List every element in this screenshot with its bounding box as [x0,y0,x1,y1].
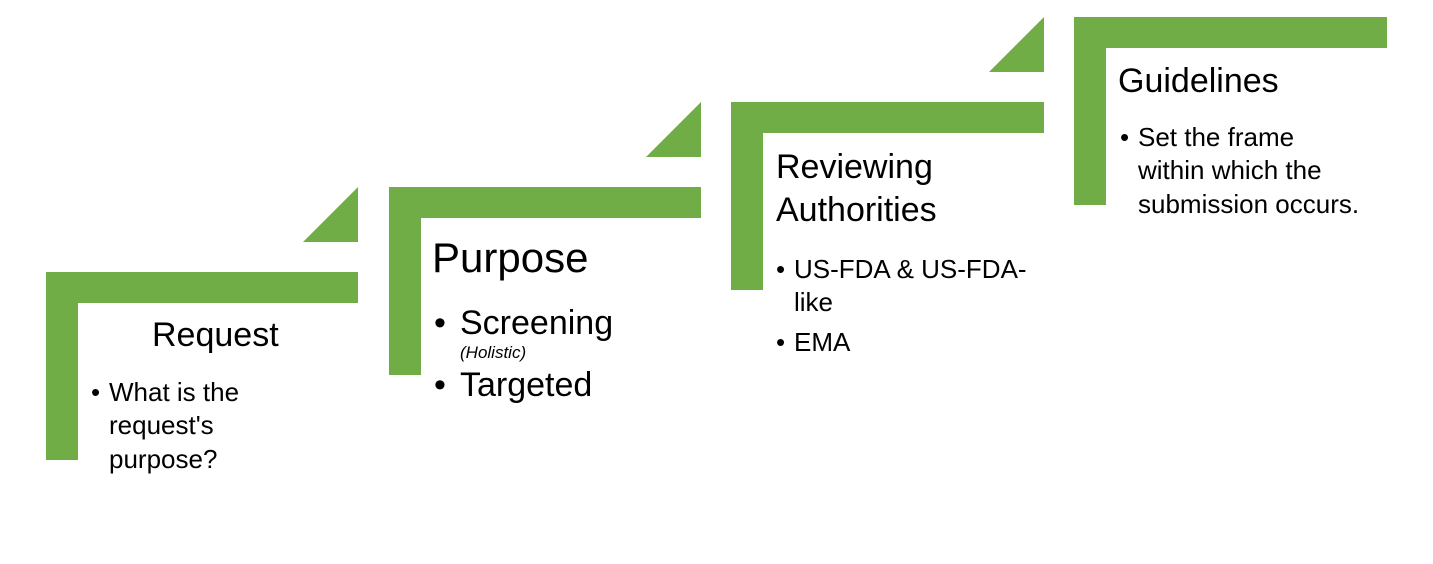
step-3-bullet-ema: EMA [776,326,1036,360]
step-2-bullet-targeted-text: Targeted [460,366,593,405]
step-4-top-bar [1074,17,1387,48]
step-3-corner-triangle [989,17,1044,72]
step-2-bullet-targeted: Targeted [434,364,674,408]
step-4-bullet: Set the frame within which the submissio… [1120,121,1360,221]
step-1-bullet-text: What is the request's purpose? [109,377,240,474]
step-2-top-bar [389,187,701,218]
step-3-bullet-ema-text: EMA [794,326,851,357]
step-2-bullet-screening-text: Screening [460,304,614,342]
step-3-title: Reviewing Authorities [776,148,937,230]
step-4-side-bar [1074,17,1106,205]
step-2-bullet-screening: Screening (Holistic) [434,302,674,362]
step-2-side-bar [389,187,421,375]
step-3-bullet-fda-text: US-FDA & US-FDA-like [794,254,1027,318]
step-1-side-bar [46,272,78,460]
step-2-title: Purpose [432,234,589,281]
step-1-bullets: What is the request's purpose? [91,376,301,476]
step-1-top-bar [46,272,358,303]
step-4-bullets: Set the frame within which the submissio… [1120,121,1360,221]
step-3-bullets: US-FDA & US-FDA-like EMA [776,253,1036,359]
step-4-title: Guidelines [1118,62,1279,100]
step-3-bullet-fda: US-FDA & US-FDA-like [776,253,1036,320]
step-1-title: Request [152,316,279,354]
step-2-corner-triangle [646,102,701,157]
step-2-bullets: Screening (Holistic) Targeted [434,302,674,408]
step-1-bullet: What is the request's purpose? [91,376,301,476]
step-1-corner-triangle [303,187,358,242]
step-2-bullet-screening-sub: (Holistic) [460,342,527,362]
step-4-bullet-text: Set the frame within which the submissio… [1138,122,1360,219]
step-3-side-bar [731,102,763,290]
step-3-top-bar [731,102,1044,133]
